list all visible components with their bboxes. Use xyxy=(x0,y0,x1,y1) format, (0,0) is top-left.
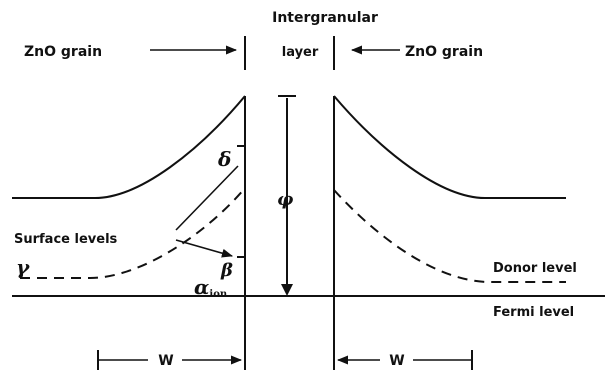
donor-level-label: Donor level xyxy=(493,261,577,276)
beta-symbol: β xyxy=(220,260,233,281)
w-right-label: W xyxy=(389,353,404,369)
gamma-symbol: γ xyxy=(16,255,30,279)
right-donor-level xyxy=(333,189,566,283)
right-conduction-band xyxy=(333,95,566,199)
layer-label: layer xyxy=(282,45,319,60)
right-grain-label: ZnO grain xyxy=(405,44,483,60)
fermi-level-label: Fermi level xyxy=(493,305,574,320)
surface-pointer-delta xyxy=(175,165,239,231)
delta-symbol: δ xyxy=(217,147,231,171)
phi-symbol: φ xyxy=(277,189,294,210)
surface-pointer-beta xyxy=(175,239,234,258)
left-donor-level xyxy=(20,187,246,279)
surface-levels-label: Surface levels xyxy=(14,232,118,247)
left-conduction-band xyxy=(12,95,246,199)
left-grain-label: ZnO grain xyxy=(24,44,102,60)
w-left-label: W xyxy=(158,353,173,369)
phi-arrow-head xyxy=(281,284,293,296)
alpha-symbol: αion xyxy=(194,275,228,300)
intergranular-label: Intergranular xyxy=(272,10,378,26)
